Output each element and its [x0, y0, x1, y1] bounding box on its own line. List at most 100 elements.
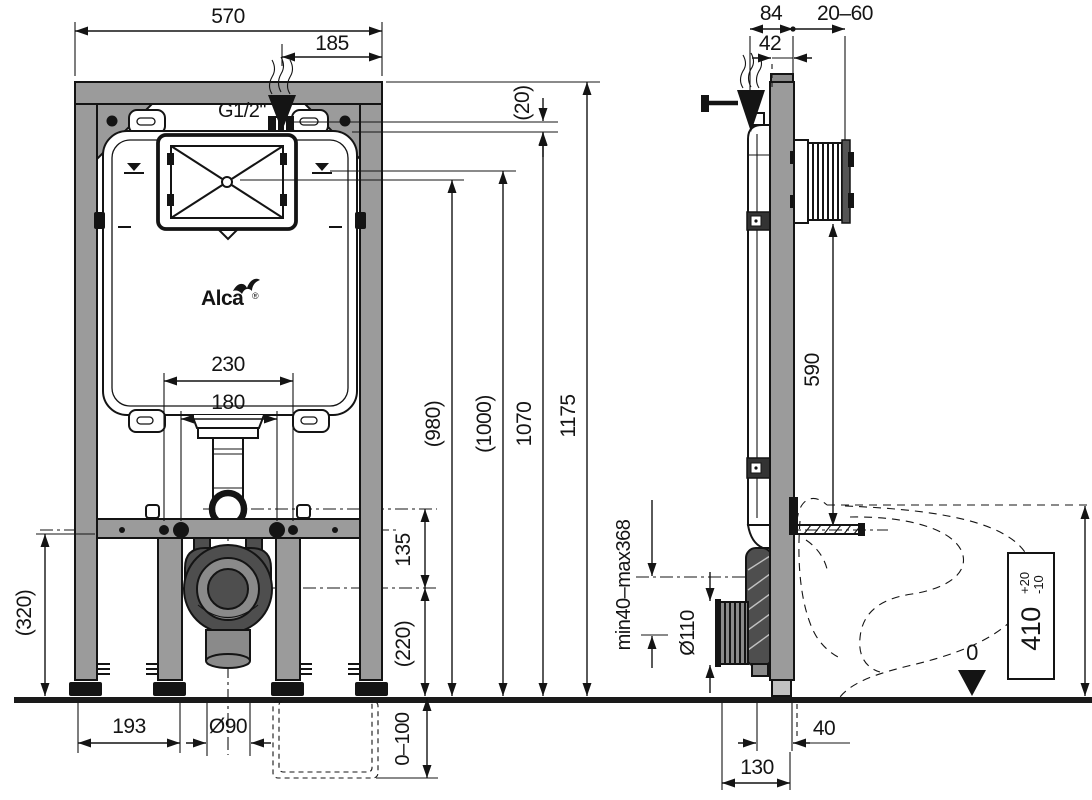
front-feet	[69, 663, 388, 696]
svg-text:193: 193	[112, 715, 146, 738]
frame-left-column	[74, 103, 98, 681]
bowl-height-box	[1007, 552, 1055, 680]
inlet-thread-label: G1/2"	[218, 100, 266, 122]
dim-height-total: 1175	[386, 81, 600, 696]
dim-drain-to-wall: 130	[721, 703, 791, 790]
svg-text:min40–max368: min40–max368	[613, 519, 635, 650]
inlet-arrow	[268, 95, 296, 131]
dim-bowl-rim-height: 410 +20 -10	[1007, 506, 1090, 696]
flush-pipe	[197, 427, 259, 529]
rail-clip-right	[296, 504, 311, 519]
dim-foot-span: 193	[77, 703, 181, 753]
dim-inlet-to-front: 42	[752, 32, 812, 88]
side-view: 0	[636, 52, 1090, 740]
svg-text:40: 40	[813, 717, 835, 740]
drain-ring-inner	[207, 568, 249, 610]
brand-registered-mark: ®	[252, 291, 259, 301]
rail-bolt	[173, 522, 189, 538]
dim-top-to-inlet: (20)	[294, 85, 558, 157]
access-shaft-box	[790, 139, 854, 224]
dim-drain-axis-range: min40–max368	[613, 500, 668, 668]
dim-bolt-spacing-inner: 180	[180, 391, 278, 521]
stop-valve-knob	[701, 95, 709, 112]
svg-text:Ø90: Ø90	[209, 715, 247, 738]
frame-top-bar	[74, 81, 383, 105]
dim-height-980: (980)	[240, 179, 464, 696]
foot-pad	[355, 682, 388, 696]
cistern-clip-left	[94, 212, 105, 229]
shaft-mount-plate	[793, 139, 809, 224]
drain-elbow-front	[183, 537, 273, 669]
dim-foot-to-wall: 40	[738, 703, 850, 751]
water-squiggle	[286, 59, 294, 95]
svg-text:590: 590	[801, 353, 824, 387]
rail-clip-left	[145, 504, 160, 519]
water-level-symbol-left	[124, 163, 144, 174]
brand-bird-icon	[233, 278, 260, 294]
rail-bolt	[269, 522, 285, 538]
panel-bottom-mark	[216, 229, 240, 241]
lower-rail	[96, 504, 361, 539]
svg-text:570: 570	[211, 5, 245, 28]
svg-text:(320): (320)	[13, 590, 36, 637]
dim-shaft-to-bracket: 590	[801, 224, 838, 526]
dim-height-1000: (1000)	[330, 170, 516, 696]
brand-logo-text: Alca	[201, 287, 244, 310]
anchor-bracket-upper	[746, 211, 773, 231]
svg-text:230: 230	[211, 353, 245, 376]
anchor-bracket-lower	[746, 457, 773, 479]
dim-drain-diameter: Ø90	[186, 703, 271, 756]
foot-pad	[271, 682, 304, 696]
dim-drain-pipe-diameter: Ø110	[677, 572, 715, 693]
rail-bolt	[288, 525, 298, 535]
dim-total-width: 570	[74, 5, 383, 76]
svg-text:180: 180	[211, 391, 245, 414]
frame-right-column	[359, 103, 383, 681]
svg-text:Ø110: Ø110	[677, 610, 699, 656]
panel-center-mark	[221, 176, 233, 188]
foot-adjuster-knobs	[97, 663, 361, 675]
water-inlet-front	[268, 56, 296, 131]
svg-text:1175: 1175	[557, 394, 580, 437]
dim-feet-adjust: 0–100	[376, 698, 438, 779]
cistern-clip-right	[355, 212, 366, 229]
dim-height-to-inlet: 1070	[513, 132, 548, 696]
dim-drain-to-floor: (220)	[392, 588, 430, 696]
inlet-arrow-side	[737, 90, 765, 132]
side-frame	[769, 73, 795, 697]
shaft-end-cap	[841, 139, 851, 224]
svg-text:(980): (980)	[422, 401, 445, 448]
floor-zero-triangle	[958, 670, 986, 696]
flush-bend	[746, 524, 773, 549]
svg-text:84: 84	[760, 2, 783, 25]
cistern-neck	[191, 414, 265, 429]
front-dimensions: 570 185 G1/2" (20) (980) (1000) 1	[13, 5, 600, 779]
access-panel	[156, 133, 298, 241]
dim-bolt-spacing-outer: 230	[163, 353, 294, 521]
foot-pad	[153, 682, 186, 696]
svg-text:(20): (20)	[511, 85, 534, 120]
svg-text:410: 410	[1016, 607, 1046, 651]
svg-text:(220): (220)	[392, 621, 415, 668]
front-view: Alca ®	[40, 56, 437, 755]
svg-text:+20: +20	[1017, 572, 1032, 594]
floor-line	[14, 697, 1092, 703]
water-squiggle	[268, 59, 276, 95]
dim-inlet-offset: 185	[281, 32, 382, 66]
svg-text:135: 135	[392, 533, 415, 567]
foot-pad	[69, 682, 102, 696]
inner-leg-right	[275, 537, 301, 681]
inner-leg-left	[157, 537, 183, 681]
rail-bar	[96, 518, 361, 539]
gusset-bolt-right	[339, 115, 351, 127]
flush-pipe-flange	[197, 427, 259, 439]
svg-text:0–100: 0–100	[392, 712, 414, 765]
feet-adjust-zone	[272, 700, 379, 779]
water-squiggle	[277, 56, 285, 93]
gusset-bolt-left	[106, 115, 118, 127]
drain-side	[715, 547, 773, 677]
brand-logo: Alca ®	[201, 278, 260, 310]
cistern-front: Alca ®	[94, 109, 366, 433]
